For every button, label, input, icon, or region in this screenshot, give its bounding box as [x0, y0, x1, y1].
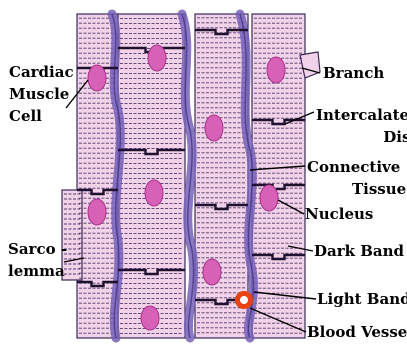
nucleus	[88, 65, 106, 91]
label-blood-vessel: Blood Vessel	[307, 321, 407, 343]
blood-vessel-lumen	[240, 296, 248, 304]
label-intercalated-line-1: Intercalated	[316, 104, 407, 126]
nucleus	[88, 199, 106, 225]
label-cardiac-muscle-cell: Cardiac Muscle Cell	[9, 61, 74, 127]
nucleus	[205, 115, 223, 141]
label-connective-line-1: Connective	[307, 156, 406, 178]
label-intercalated-disc: Intercalated Disc	[316, 104, 407, 148]
label-branch: Branch	[323, 62, 384, 84]
label-sarcolemma: Sarco - lemma	[8, 238, 67, 282]
label-intercalated-line-2: Disc	[316, 126, 407, 148]
nucleus	[141, 306, 159, 330]
label-dark-band: Dark Band	[314, 240, 404, 262]
label-connective-line-2: Tissue	[307, 178, 406, 200]
nucleus	[148, 45, 166, 71]
label-sarcolemma-line-2: lemma	[8, 260, 67, 282]
nucleus	[267, 57, 285, 83]
label-cardiac-line-3: Cell	[9, 105, 74, 127]
nucleus	[145, 180, 163, 206]
blood-vessel	[235, 291, 253, 309]
nucleus	[203, 259, 221, 285]
label-connective-tissue: Connective Tissue	[307, 156, 406, 200]
label-light-band: Light Band	[317, 288, 407, 310]
label-cardiac-line-1: Cardiac	[9, 61, 74, 83]
label-cardiac-line-2: Muscle	[9, 83, 74, 105]
nucleus	[260, 185, 278, 211]
label-sarcolemma-line-1: Sarco -	[8, 238, 67, 260]
label-nucleus: Nucleus	[305, 203, 373, 225]
